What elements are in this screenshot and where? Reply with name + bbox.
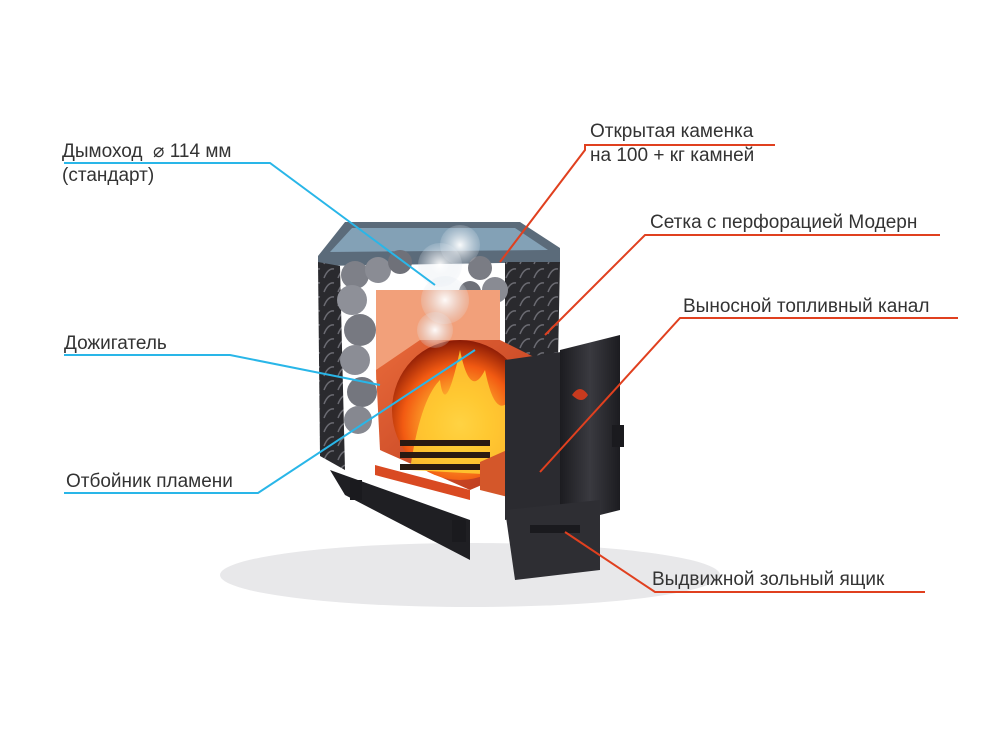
mesh-label: Сетка с перфорацией Модерн <box>650 212 918 233</box>
left-mesh-wall <box>318 262 345 470</box>
ash-grate-front <box>375 465 470 500</box>
flame-deflector-label: Отбойник пламени <box>66 471 233 492</box>
open-heater-label-line2: на 100 + кг камней <box>590 145 755 166</box>
chimney-label-standard: (стандарт) <box>62 165 155 186</box>
fuel-channel-housing <box>505 350 575 520</box>
diameter-icon: ⌀ <box>153 141 165 162</box>
ash-drawer-label: Выдвижной зольный ящик <box>652 569 885 590</box>
chimney-label-name: Дымоход <box>62 141 143 162</box>
base <box>330 470 470 560</box>
stove-body <box>318 222 624 580</box>
door <box>560 335 620 525</box>
callouts-right <box>499 144 958 593</box>
open-heater-callout-line <box>499 144 775 263</box>
flame-deflector-callout-line <box>64 349 476 494</box>
right-mesh-wall <box>505 262 560 360</box>
chimney-callout-line <box>64 162 436 286</box>
afterburner-label: Дожигатель <box>64 333 167 354</box>
ash-drawer-callout-line <box>564 531 925 593</box>
grate <box>400 440 490 470</box>
open-heater-label: Открытая каменка на 100 + кг камней <box>590 120 754 168</box>
mesh-callout-line <box>544 234 940 336</box>
afterburner-callout-line <box>64 354 381 386</box>
steam <box>417 225 480 348</box>
chimney-label: Дымоход ⌀ 114 мм (стандарт) <box>62 140 231 188</box>
fuel-channel-label: Выносной топливный канал <box>683 296 930 317</box>
fuel-channel-callout-line <box>539 317 958 473</box>
open-heater-label-line1: Открытая каменка <box>590 121 754 142</box>
callouts-left <box>64 162 476 494</box>
chimney-diameter-value: 114 мм <box>169 141 232 162</box>
ash-drawer <box>505 500 600 580</box>
